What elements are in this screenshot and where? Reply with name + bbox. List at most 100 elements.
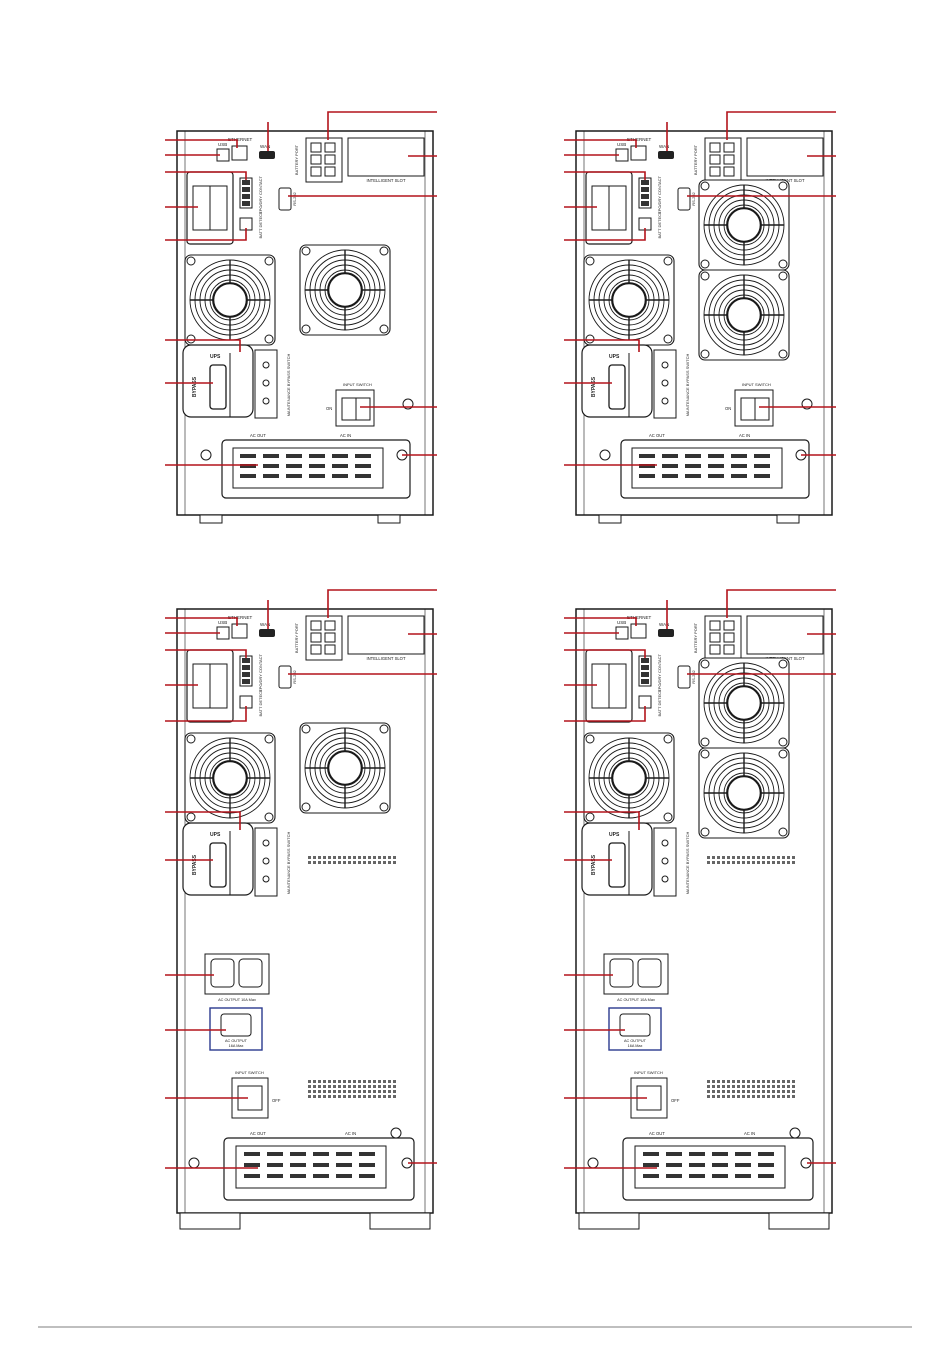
vent-hole [378, 1085, 381, 1088]
vent-hole [772, 1090, 775, 1093]
vent-hole [772, 1085, 775, 1088]
vent-hole [777, 861, 780, 864]
vent-hole [792, 1080, 795, 1083]
vent-hole [727, 1085, 730, 1088]
ethernet-port [231, 623, 248, 639]
batt-detect-label: BATT DETECT [258, 689, 263, 717]
ethernet-label: ETHERNET [627, 137, 652, 142]
intelligent-slot [746, 137, 824, 177]
vent-hole [353, 1095, 356, 1098]
vent-hole [712, 1080, 715, 1083]
vent-hole [727, 856, 730, 859]
ground-post [599, 449, 611, 461]
bypass-label: BYPASS [591, 376, 597, 397]
terminal-slot [758, 1163, 774, 1167]
vent-hole [737, 1080, 740, 1083]
vent-hole [737, 1090, 740, 1093]
battery-pin [723, 620, 735, 631]
vent-hole [762, 1080, 765, 1083]
vent-hole [782, 861, 785, 864]
vent-hole [727, 1095, 730, 1098]
terminal-slot [240, 474, 256, 478]
vent-hole [747, 1095, 750, 1098]
vent-hole [393, 1090, 396, 1093]
fan-screw [700, 659, 710, 669]
fan-hub [327, 272, 363, 308]
vent-hole [772, 1080, 775, 1083]
vent-hole [378, 1095, 381, 1098]
battery-pin [723, 142, 735, 153]
rs232-port [677, 187, 691, 211]
vent-hole [727, 1090, 730, 1093]
ac-output-16a-sub-label: 16A Max [229, 1044, 244, 1048]
ground-screw [390, 1127, 402, 1139]
epo-pin [242, 679, 250, 684]
vent-hole [368, 1090, 371, 1093]
epo-pin [641, 194, 649, 199]
fan-screw [186, 334, 196, 344]
vent-hole [388, 1085, 391, 1088]
vent-hole [717, 1095, 720, 1098]
fan-screw [663, 256, 673, 266]
wan-port [658, 629, 674, 637]
terminal-slot [244, 1163, 260, 1167]
battery-pin [310, 620, 322, 631]
terminal-slot [685, 464, 701, 468]
vent-hole [722, 1085, 725, 1088]
vent-hole [348, 1095, 351, 1098]
usb-label: USB [617, 142, 626, 147]
vent-hole [323, 1085, 326, 1088]
rs232-label: RS-232 [691, 191, 696, 205]
battery-pin [709, 142, 721, 153]
c13-outlet [238, 958, 263, 988]
battery-pin [324, 154, 336, 165]
terminal-slot [336, 1163, 352, 1167]
vent-hole [747, 1085, 750, 1088]
vent-hole [787, 856, 790, 859]
fan-screw [700, 271, 710, 281]
vent-hole [313, 856, 316, 859]
fan-screw [585, 256, 595, 266]
foot [199, 514, 223, 524]
vent-hole [722, 861, 725, 864]
wan-port [259, 151, 275, 159]
vent-hole [707, 1085, 710, 1088]
ac-in-label: AC IN [340, 433, 351, 438]
callout-line [165, 228, 247, 241]
off-label: OFF [671, 1098, 680, 1103]
input-switch-label: INPUT SWITCH [742, 382, 771, 387]
vent-hole [792, 1090, 795, 1093]
vent-hole [363, 1095, 366, 1098]
vent-hole [373, 1095, 376, 1098]
vent-hole [737, 1095, 740, 1098]
terminal-slot [313, 1152, 329, 1156]
rs232-label: RS-232 [691, 669, 696, 683]
vent-hole [772, 861, 775, 864]
terminal-slot [267, 1152, 283, 1156]
terminal-slot [290, 1174, 306, 1178]
fan-hub [212, 282, 248, 318]
vent-hole [742, 861, 745, 864]
vent-hole [732, 861, 735, 864]
vent-hole [762, 861, 765, 864]
terminal-slot [263, 454, 279, 458]
vent-hole [707, 861, 710, 864]
maintenance-switch-label: MAINTENANCE BYPASS SWITCH [286, 831, 291, 894]
vent-hole [707, 1080, 710, 1083]
cover-screw [262, 839, 270, 847]
callout-line [165, 649, 247, 658]
foot [768, 1212, 830, 1230]
terminal-slot [355, 454, 371, 458]
vent-hole [757, 1085, 760, 1088]
battery-pin [310, 644, 322, 655]
terminal-slot [754, 464, 770, 468]
terminal-slot [336, 1152, 352, 1156]
battery-pin [709, 620, 721, 631]
terminal-slot [666, 1152, 682, 1156]
terminal-slot [643, 1163, 659, 1167]
vent-hole [378, 1080, 381, 1083]
fan-screw [301, 724, 311, 734]
vent-hole [378, 856, 381, 859]
terminal-slot [263, 474, 279, 478]
